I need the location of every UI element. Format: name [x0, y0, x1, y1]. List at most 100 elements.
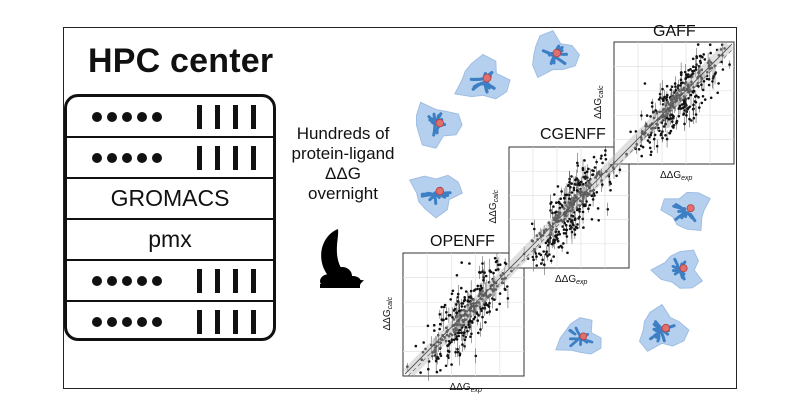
data-point: [449, 332, 452, 336]
data-point: [483, 271, 486, 274]
data-point: [657, 126, 660, 130]
data-point: [542, 229, 546, 232]
data-point: [576, 164, 580, 167]
data-point: [697, 65, 701, 68]
data-point: [699, 61, 702, 65]
protein-structure-icon: [555, 317, 602, 355]
data-point: [595, 160, 598, 164]
data-point: [670, 113, 673, 116]
data-point: [692, 91, 695, 94]
data-point: [484, 293, 488, 296]
data-point: [607, 174, 611, 178]
data-point: [484, 321, 487, 324]
data-point: [596, 207, 600, 210]
data-point: [563, 207, 566, 210]
data-point: [578, 191, 582, 195]
data-point: [549, 202, 552, 205]
data-point: [559, 197, 562, 200]
data-point: [685, 73, 688, 76]
data-point: [634, 130, 638, 133]
data-point: [545, 228, 548, 231]
data-point: [491, 297, 494, 300]
data-point: [668, 131, 671, 135]
data-point: [661, 103, 665, 106]
data-point: [556, 185, 560, 188]
data-point: [504, 276, 507, 280]
data-point: [672, 106, 676, 109]
data-point: [609, 189, 612, 192]
data-point: [651, 126, 655, 130]
data-point: [701, 95, 705, 98]
data-point: [438, 327, 442, 331]
data-point: [553, 239, 557, 242]
data-point: [438, 313, 442, 316]
data-point: [498, 292, 502, 295]
data-point: [554, 230, 557, 233]
data-point: [471, 321, 474, 324]
data-point: [557, 246, 561, 249]
data-point: [487, 305, 491, 308]
data-point: [709, 51, 712, 55]
data-point: [564, 223, 568, 227]
data-point: [673, 82, 677, 85]
data-point: [500, 281, 504, 285]
data-point: [570, 219, 574, 222]
data-point: [461, 343, 464, 346]
data-point: [672, 124, 676, 127]
data-point: [491, 277, 495, 281]
protein-structure-icon: [408, 174, 463, 219]
data-point: [497, 268, 500, 271]
data-point: [456, 328, 460, 332]
data-point: [452, 318, 456, 321]
caption-line: overnight: [308, 184, 378, 203]
data-point: [439, 352, 442, 356]
data-point: [578, 210, 581, 213]
data-point: [466, 329, 469, 333]
data-point: [682, 86, 686, 90]
data-point: [480, 297, 483, 301]
data-point: [672, 116, 675, 120]
data-point: [440, 338, 444, 341]
data-point: [469, 302, 473, 306]
plot-title: CGENFF: [540, 126, 606, 143]
data-point: [472, 317, 476, 321]
data-point: [468, 319, 472, 323]
data-point: [690, 119, 693, 122]
data-point: [661, 136, 664, 140]
data-point: [446, 354, 449, 358]
data-point: [533, 227, 536, 231]
data-point: [568, 197, 571, 200]
data-point: [550, 242, 554, 246]
data-point: [709, 96, 713, 100]
data-point: [695, 94, 698, 97]
data-point: [697, 85, 700, 88]
data-point: [657, 98, 661, 101]
protein-structure-icon: [660, 191, 711, 232]
data-point: [533, 250, 536, 253]
data-point: [595, 174, 599, 177]
data-point: [666, 101, 669, 105]
server-row-1: [67, 97, 273, 138]
data-point: [450, 363, 453, 366]
data-point: [540, 262, 543, 265]
data-point: [435, 370, 439, 374]
data-point: [568, 217, 571, 221]
data-point: [601, 161, 604, 165]
data-point: [721, 68, 725, 71]
data-point: [618, 168, 622, 171]
data-point: [488, 310, 492, 313]
data-point: [604, 158, 608, 161]
data-point: [563, 201, 566, 204]
data-point: [441, 318, 445, 322]
data-point: [700, 83, 703, 87]
data-point: [495, 308, 499, 311]
data-point: [692, 65, 695, 68]
data-point: [663, 95, 666, 99]
data-point: [431, 351, 435, 354]
data-point: [583, 171, 587, 175]
data-point: [496, 263, 500, 267]
data-point: [573, 233, 577, 236]
data-point: [477, 301, 481, 304]
data-point: [541, 258, 544, 262]
data-point: [446, 349, 450, 353]
